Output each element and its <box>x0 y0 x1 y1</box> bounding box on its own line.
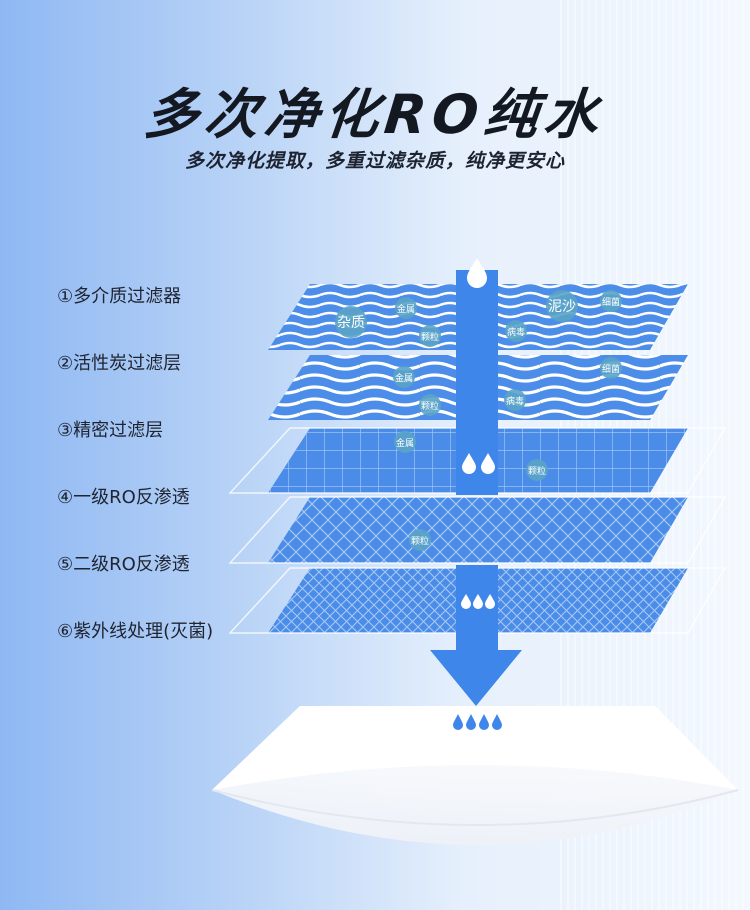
impurity-label-jinshu-3: 金属 <box>396 437 414 449</box>
impurity-label-bingdu-1: 病毒 <box>507 326 525 338</box>
pure-water-drops-icon <box>453 714 502 730</box>
impurity-label-keli-1: 颗粒 <box>421 331 439 343</box>
impurity-bubble-keli-2: 颗粒 <box>419 394 441 416</box>
impurity-label-bingdu-2: 病毒 <box>506 395 524 407</box>
impurity-label-zazhi: 杂质 <box>337 315 365 331</box>
layer-label-4: ④一级RO反渗透 <box>57 487 190 508</box>
impurity-bubble-nisha: 泥沙 <box>546 290 578 322</box>
impurity-label-xijun-1: 细菌 <box>602 296 620 308</box>
filter-layer-4-outline <box>228 496 727 564</box>
impurity-bubble-jinshu-1: 金属 <box>395 297 417 319</box>
impurity-bubble-keli-1: 颗粒 <box>419 325 441 347</box>
impurity-label-keli-2: 颗粒 <box>421 400 439 412</box>
water-drop-icon <box>467 258 487 288</box>
filter-layer-3-outline <box>228 427 727 494</box>
impurity-bubble-bingdu-1: 病毒 <box>505 320 527 342</box>
impurity-bubble-keli-3: 颗粒 <box>526 459 548 481</box>
impurity-label-keli-4: 颗粒 <box>411 535 429 547</box>
impurity-bubble-xijun-2: 细菌 <box>600 357 622 379</box>
layer-label-6: ⑥紫外线处理(灭菌) <box>57 621 214 642</box>
impurity-bubble-bingdu-2: 病毒 <box>504 389 526 411</box>
layer-label-2: ②活性炭过滤层 <box>57 353 182 374</box>
water-basin <box>211 706 739 845</box>
impurity-label-xijun-2: 细菌 <box>602 363 620 375</box>
impurity-bubble-zazhi: 杂质 <box>335 306 367 338</box>
impurity-label-keli-3: 颗粒 <box>528 465 546 477</box>
layer-label-5: ⑤二级RO反渗透 <box>57 554 190 575</box>
impurity-bubble-jinshu-3: 金属 <box>394 431 416 453</box>
filter-layer-5-outline <box>228 567 727 634</box>
impurity-bubble-keli-4: 颗粒 <box>409 529 431 551</box>
layer-label-3: ③精密过滤层 <box>57 420 164 441</box>
page-subtitle: 多次净化提取，多重过滤杂质，纯净更安心 <box>184 150 565 172</box>
water-drops-small-icon <box>461 594 495 609</box>
impurity-bubble-jinshu-2: 金属 <box>393 366 415 388</box>
impurity-label-jinshu-1: 金属 <box>397 303 415 315</box>
impurity-label-nisha: 泥沙 <box>548 299 576 315</box>
water-flow-arrow <box>430 270 522 706</box>
filter-layer-4 <box>268 497 688 563</box>
layer-label-1: ①多介质过滤器 <box>57 286 182 307</box>
water-drops-icon <box>462 453 495 474</box>
impurity-bubble-xijun-1: 细菌 <box>600 290 622 312</box>
impurity-label-jinshu-2: 金属 <box>395 372 413 384</box>
